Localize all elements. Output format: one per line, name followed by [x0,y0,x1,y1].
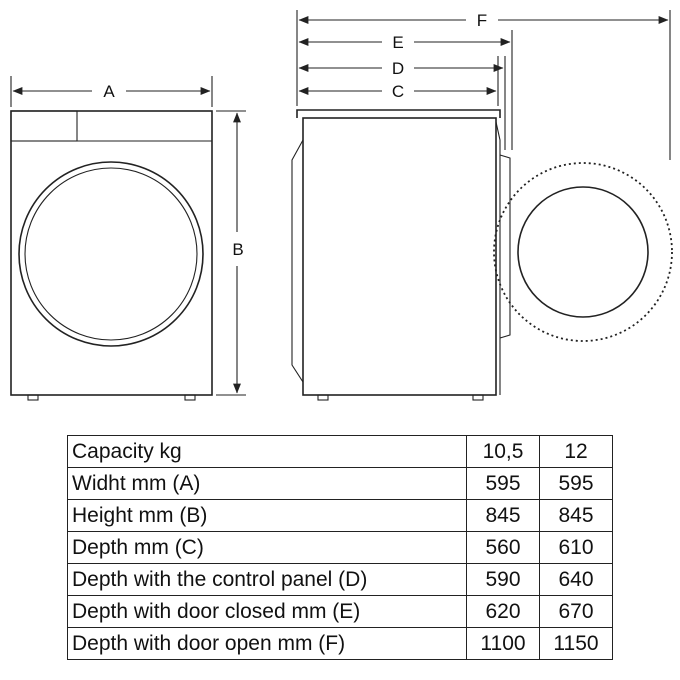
side-door-closed [499,154,511,339]
side-top-cover [296,109,501,118]
side-body-outline [302,117,497,396]
row-label: Height mm (B) [67,499,467,532]
front-door-inner [24,167,198,341]
front-foot-left [27,394,39,401]
dimension-drawing: A B F E D [10,10,673,401]
side-view: F E D C [291,10,673,401]
dim-d-label: D [392,59,404,78]
specifications-table: Capacity kg 10,5 12 Widht mm (A) 595 595… [67,435,613,660]
row-value: 610 [539,531,613,564]
front-view: A B [10,76,246,401]
table-row: Depth with door open mm (F) 1100 1150 [67,627,613,660]
dim-f-label: F [477,11,487,30]
front-door-outer [18,161,204,347]
row-value: 590 [466,563,540,596]
table-row: Depth with the control panel (D) 590 640 [67,563,613,596]
row-value: 845 [466,499,540,532]
table-row: Height mm (B) 845 845 [67,499,613,532]
row-label: Widht mm (A) [67,467,467,500]
dim-a-label: A [103,82,115,101]
row-value: 1150 [539,627,613,660]
table-row: Depth mm (C) 560 610 [67,531,613,564]
row-value: 640 [539,563,613,596]
table-header-row: Capacity kg 10,5 12 [67,435,613,468]
dim-b-label: B [232,240,243,259]
detergent-drawer [10,110,78,142]
dim-e-label: E [392,33,403,52]
front-body-outline [10,110,213,396]
side-front-panel [495,121,501,395]
row-value: 845 [539,499,613,532]
row-value: 670 [539,595,613,628]
front-foot-right [184,394,196,401]
row-value: 620 [466,595,540,628]
row-label: Depth with door open mm (F) [67,627,467,660]
table-row: Widht mm (A) 595 595 [67,467,613,500]
table-row: Depth with door closed mm (E) 620 670 [67,595,613,628]
row-value: 560 [466,531,540,564]
row-label: Depth with door closed mm (E) [67,595,467,628]
row-label: Depth with the control panel (D) [67,563,467,596]
side-rear-profile [291,139,304,383]
header-value: 12 [539,435,613,468]
header-label: Capacity kg [67,435,467,468]
row-label: Depth mm (C) [67,531,467,564]
door-open-glass [517,186,649,318]
side-foot-front [472,394,484,401]
row-value: 595 [466,467,540,500]
row-value: 595 [539,467,613,500]
side-foot-rear [317,394,329,401]
dim-c-label: C [392,82,404,101]
door-open-swing [493,162,673,342]
header-value: 10,5 [466,435,540,468]
row-value: 1100 [466,627,540,660]
